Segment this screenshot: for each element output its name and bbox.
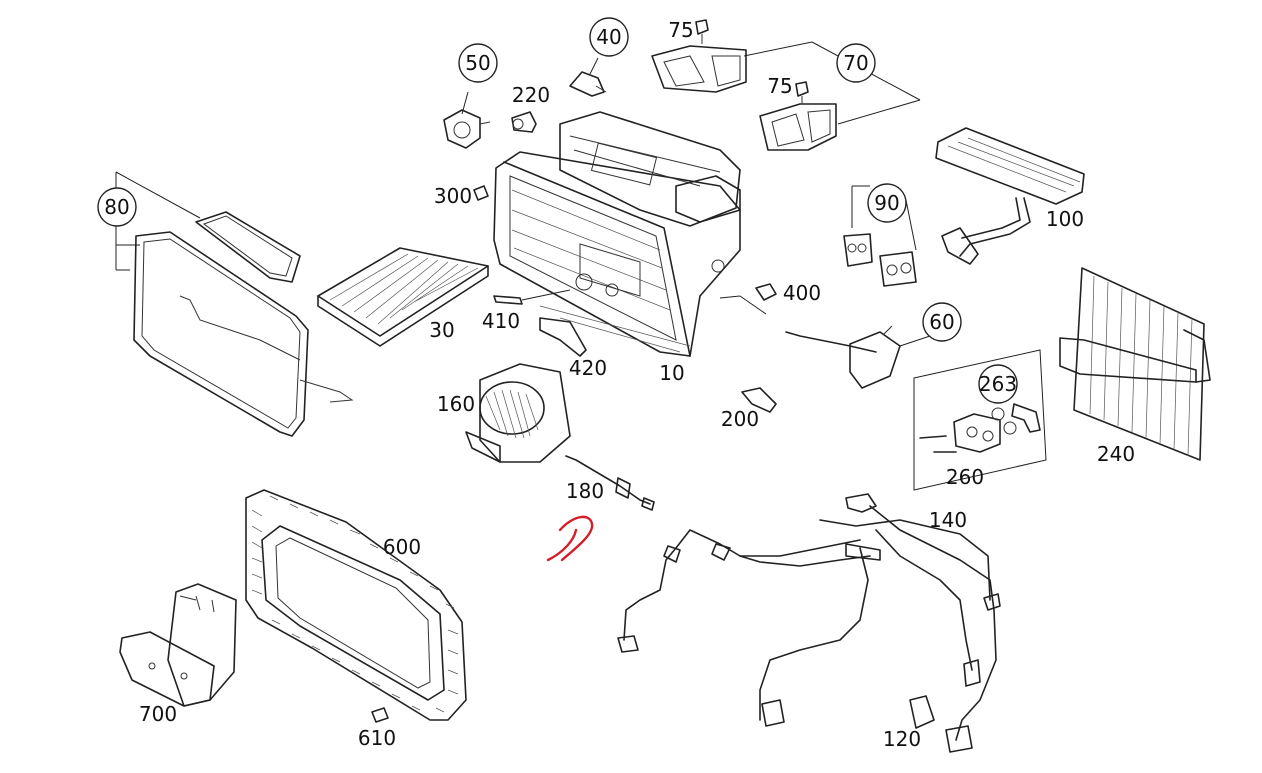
label-420: 420 (569, 356, 607, 380)
callout-circle-50 (458, 43, 498, 83)
part-240-evaporator (1059, 267, 1211, 461)
label-610: 610 (358, 726, 396, 750)
label-75-mid: 75 (767, 74, 792, 98)
part-80-seal (115, 171, 354, 437)
part-100-heater (935, 127, 1085, 265)
label-260: 260 (946, 465, 984, 489)
part-90-plates (843, 185, 917, 287)
label-80: 80 (104, 195, 129, 219)
part-140-harness (617, 493, 1001, 753)
label-10: 10 (659, 361, 684, 385)
part-700-cover (119, 583, 237, 707)
label-400: 400 (783, 281, 821, 305)
part-40-sensor (569, 57, 607, 97)
callout-circle-80 (97, 187, 137, 227)
label-410: 410 (482, 309, 520, 333)
part-160-blower (465, 363, 571, 463)
callout-circle-70 (836, 43, 876, 83)
label-240: 240 (1097, 442, 1135, 466)
label-160: 160 (437, 392, 475, 416)
label-700: 700 (139, 702, 177, 726)
label-30: 30 (429, 318, 454, 342)
label-100: 100 (1046, 207, 1084, 231)
part-600-frame (245, 489, 467, 721)
label-140: 140 (929, 508, 967, 532)
red-pen-annotation (546, 515, 594, 562)
label-263: 263 (979, 372, 1017, 396)
part-70-ducts (651, 19, 921, 151)
callout-circle-263 (978, 364, 1018, 404)
part-30-filter (317, 247, 489, 347)
label-180: 180 (566, 479, 604, 503)
part-180-sensor (565, 455, 655, 511)
part-410-pin (493, 289, 571, 305)
part-300-screw (473, 185, 489, 201)
part-610-screw (371, 707, 389, 723)
label-220: 220 (512, 83, 550, 107)
part-400-clip (719, 283, 777, 315)
label-300: 300 (434, 184, 472, 208)
callout-circle-90 (867, 183, 907, 223)
callout-circle-60 (922, 302, 962, 342)
part-220-actuator (511, 111, 537, 133)
label-120: 120 (883, 727, 921, 751)
label-60: 60 (929, 310, 954, 334)
part-10-housing (493, 111, 741, 357)
label-70: 70 (843, 51, 868, 75)
label-90: 90 (874, 191, 899, 215)
part-50-actuator (443, 91, 491, 149)
part-200-bracket (741, 387, 777, 413)
label-50: 50 (465, 51, 490, 75)
label-40: 40 (596, 25, 621, 49)
label-200: 200 (721, 407, 759, 431)
part-120-connector (909, 695, 935, 729)
label-75-top: 75 (668, 18, 693, 42)
part-420-bracket (539, 317, 587, 357)
label-600: 600 (383, 535, 421, 559)
part-260-valve (913, 349, 1047, 491)
callout-circle-40 (589, 17, 629, 57)
part-60-actuator (785, 325, 931, 389)
